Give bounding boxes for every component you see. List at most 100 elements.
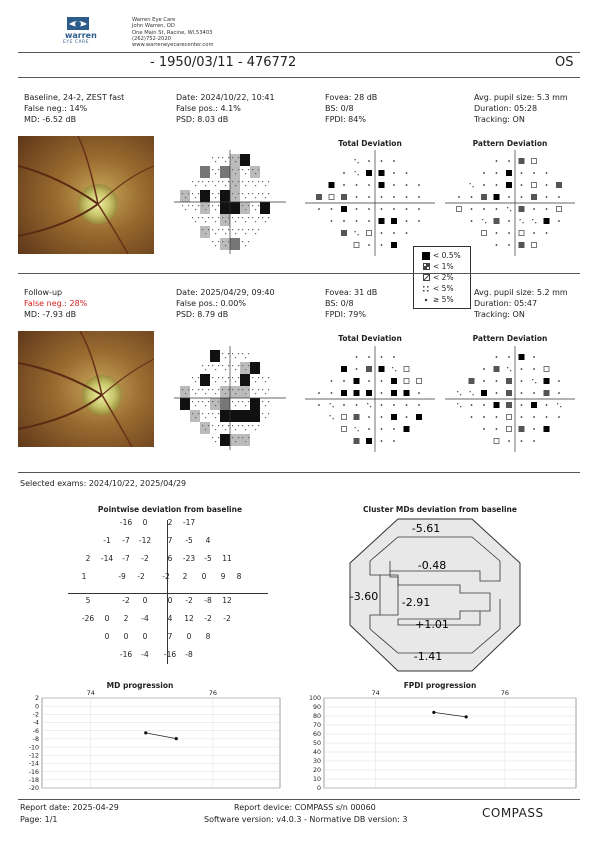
prob-symbol	[520, 368, 523, 370]
greyscale-dot	[218, 157, 220, 159]
greyscale-dot	[228, 377, 230, 379]
data-point	[174, 737, 178, 741]
prob-symbol	[495, 416, 498, 418]
greyscale-cell	[230, 178, 240, 190]
greyscale-cell	[210, 434, 220, 446]
prob-symbol	[380, 428, 383, 430]
baseline-col2: Date: 2024/10/22, 10:41 False pos.: 4.1%…	[176, 92, 275, 125]
greyscale-dot	[228, 229, 230, 231]
greyscale-dot	[258, 205, 260, 207]
pointwise-cell: 0	[104, 614, 110, 623]
prob-symbol	[556, 206, 562, 212]
greyscale-dot	[218, 205, 220, 207]
clinic-line: John Warren, OD	[132, 23, 175, 30]
prob-symbol	[393, 184, 395, 186]
prob-symbol	[558, 392, 560, 394]
prob-symbol	[341, 194, 347, 200]
prob-symbol	[418, 404, 420, 406]
prob-symbol	[508, 440, 510, 442]
y-tick-label: -16	[29, 769, 39, 776]
legend-label: < 5%	[433, 284, 454, 293]
pupil-size: Avg. pupil size: 5.3 mm	[474, 93, 568, 102]
greyscale-dot	[245, 369, 247, 371]
prob-symbol	[532, 219, 534, 221]
greyscale-dot	[238, 437, 240, 439]
greyscale-dot	[242, 205, 244, 207]
greyscale-cell	[230, 374, 240, 386]
exam-label: Follow-up	[24, 288, 63, 297]
prob-symbol	[545, 196, 548, 198]
greyscale-dot	[265, 417, 267, 419]
prob-symbol	[329, 403, 331, 405]
pointwise-cell: 8	[205, 632, 211, 641]
greyscale-dot	[235, 173, 237, 175]
legend-item: < 1%	[419, 261, 465, 272]
greyscale-cell	[230, 154, 240, 166]
greyscale-dot	[262, 217, 264, 219]
prob-symbol	[557, 403, 559, 405]
greyscale-cell	[190, 374, 200, 386]
greyscale-dot	[212, 425, 214, 427]
prob-symbol	[418, 196, 420, 198]
greyscale-dot	[248, 353, 250, 355]
prob-symbol	[469, 183, 471, 185]
greyscale-dot	[232, 193, 234, 195]
prob-symbol	[506, 402, 512, 408]
td-title-followup: Total Deviation	[338, 334, 402, 343]
greyscale-cell	[240, 362, 250, 374]
greyscale-cell	[260, 178, 270, 190]
greyscale-dot	[235, 221, 237, 223]
pointwise-cell: -7	[122, 554, 130, 563]
prob-symbol	[368, 244, 370, 246]
prob-symbol	[508, 160, 510, 162]
cluster-top: -5.61	[412, 522, 440, 535]
clinic-line: (262)752-2020	[132, 35, 171, 42]
data-point	[464, 715, 468, 719]
prob-symbol	[520, 196, 523, 198]
greyscale-cell	[220, 238, 230, 250]
greyscale-cell	[210, 166, 220, 178]
cluster-upper: -0.48	[418, 559, 446, 572]
greyscale-dot	[222, 157, 224, 159]
greyscale-dot	[245, 185, 247, 187]
greyscale-cell	[210, 238, 220, 250]
prob-symbol	[330, 392, 333, 394]
pointwise-cell: -5	[185, 536, 193, 545]
prob-symbol	[558, 220, 560, 222]
prob-symbol	[531, 158, 537, 164]
prob-symbol	[495, 380, 498, 382]
legend-item: < 0.5%	[419, 250, 465, 261]
prob-symbol	[495, 428, 498, 430]
greyscale-cell	[260, 410, 270, 422]
prob-symbol	[468, 378, 475, 384]
prob-symbol	[472, 394, 474, 396]
pointwise-cell: 0	[186, 632, 192, 641]
greyscale-dot	[225, 185, 227, 187]
greyscale-cell	[190, 178, 200, 190]
prob-symbol	[493, 366, 500, 372]
data-point	[432, 710, 436, 714]
greyscale-dot	[268, 389, 270, 391]
prob-symbol	[518, 206, 525, 212]
prob-symbol	[543, 426, 550, 432]
prob-symbol	[368, 208, 370, 210]
prob-symbol	[341, 230, 347, 236]
greyscale-cell	[250, 214, 260, 226]
prob-symbol	[367, 403, 369, 405]
pointwise-cell: 11	[222, 554, 232, 563]
greyscale-dot	[188, 205, 190, 207]
greyscale-dot	[202, 205, 204, 207]
followup-col4: Avg. pupil size: 5.2 mm Duration: 05:47 …	[474, 287, 568, 320]
greyscale-cell	[230, 410, 240, 422]
greyscale-dot	[218, 413, 220, 415]
compass-brand: COMPASS	[482, 806, 544, 820]
greyscale-dot	[242, 217, 244, 219]
greyscale-dot	[242, 229, 244, 231]
legend-label: < 0.5%	[433, 251, 461, 260]
greyscale-cell	[220, 386, 230, 398]
greyscale-dot	[222, 389, 224, 391]
greyscale-dot	[195, 197, 197, 199]
greyscale-cell	[200, 422, 210, 434]
greyscale-dot	[265, 221, 267, 223]
